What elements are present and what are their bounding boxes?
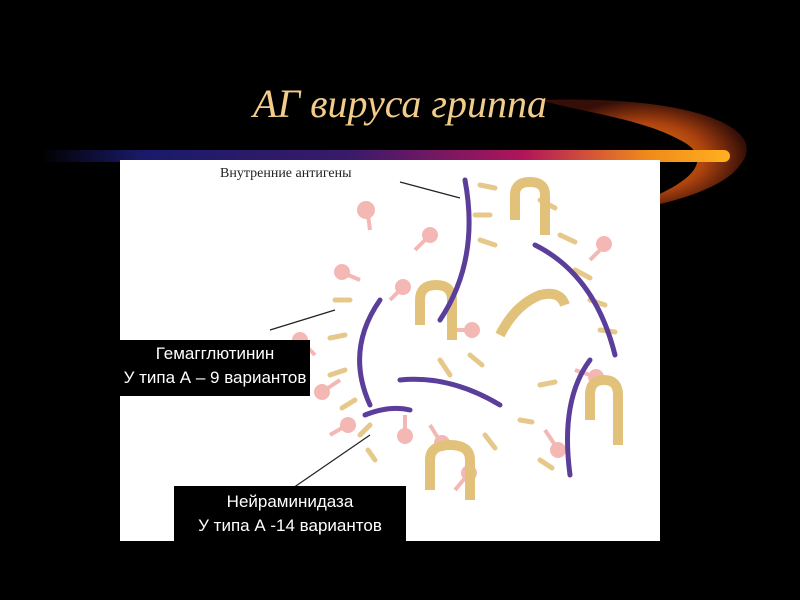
virus-diagram: Внутренние антигены <box>120 160 660 541</box>
slide-title: АГ вируса гриппа <box>252 81 548 126</box>
ha-pointer-line <box>269 309 336 331</box>
viral-membrane <box>357 177 618 478</box>
neuraminidase-spikes <box>292 201 612 492</box>
hemagglutinin-variants: У типа А – 9 вариантов <box>123 368 307 387</box>
internal-antigens <box>415 176 623 500</box>
internal-pointer-line <box>399 181 461 199</box>
na-pointer-line <box>289 434 371 491</box>
hemagglutinin-name: Гемагглютинин <box>155 344 275 363</box>
neuraminidase-callout: Нейраминидаза У типа А -14 вариантов <box>174 486 406 544</box>
internal-antigens-label: Внутренние антигены <box>220 166 352 181</box>
neuraminidase-variants: У типа А -14 вариантов <box>198 516 382 535</box>
virus-illustration <box>269 176 623 500</box>
neuraminidase-name: Нейраминидаза <box>226 492 354 511</box>
hemagglutinin-callout: Гемагглютинин У типа А – 9 вариантов <box>120 340 310 396</box>
